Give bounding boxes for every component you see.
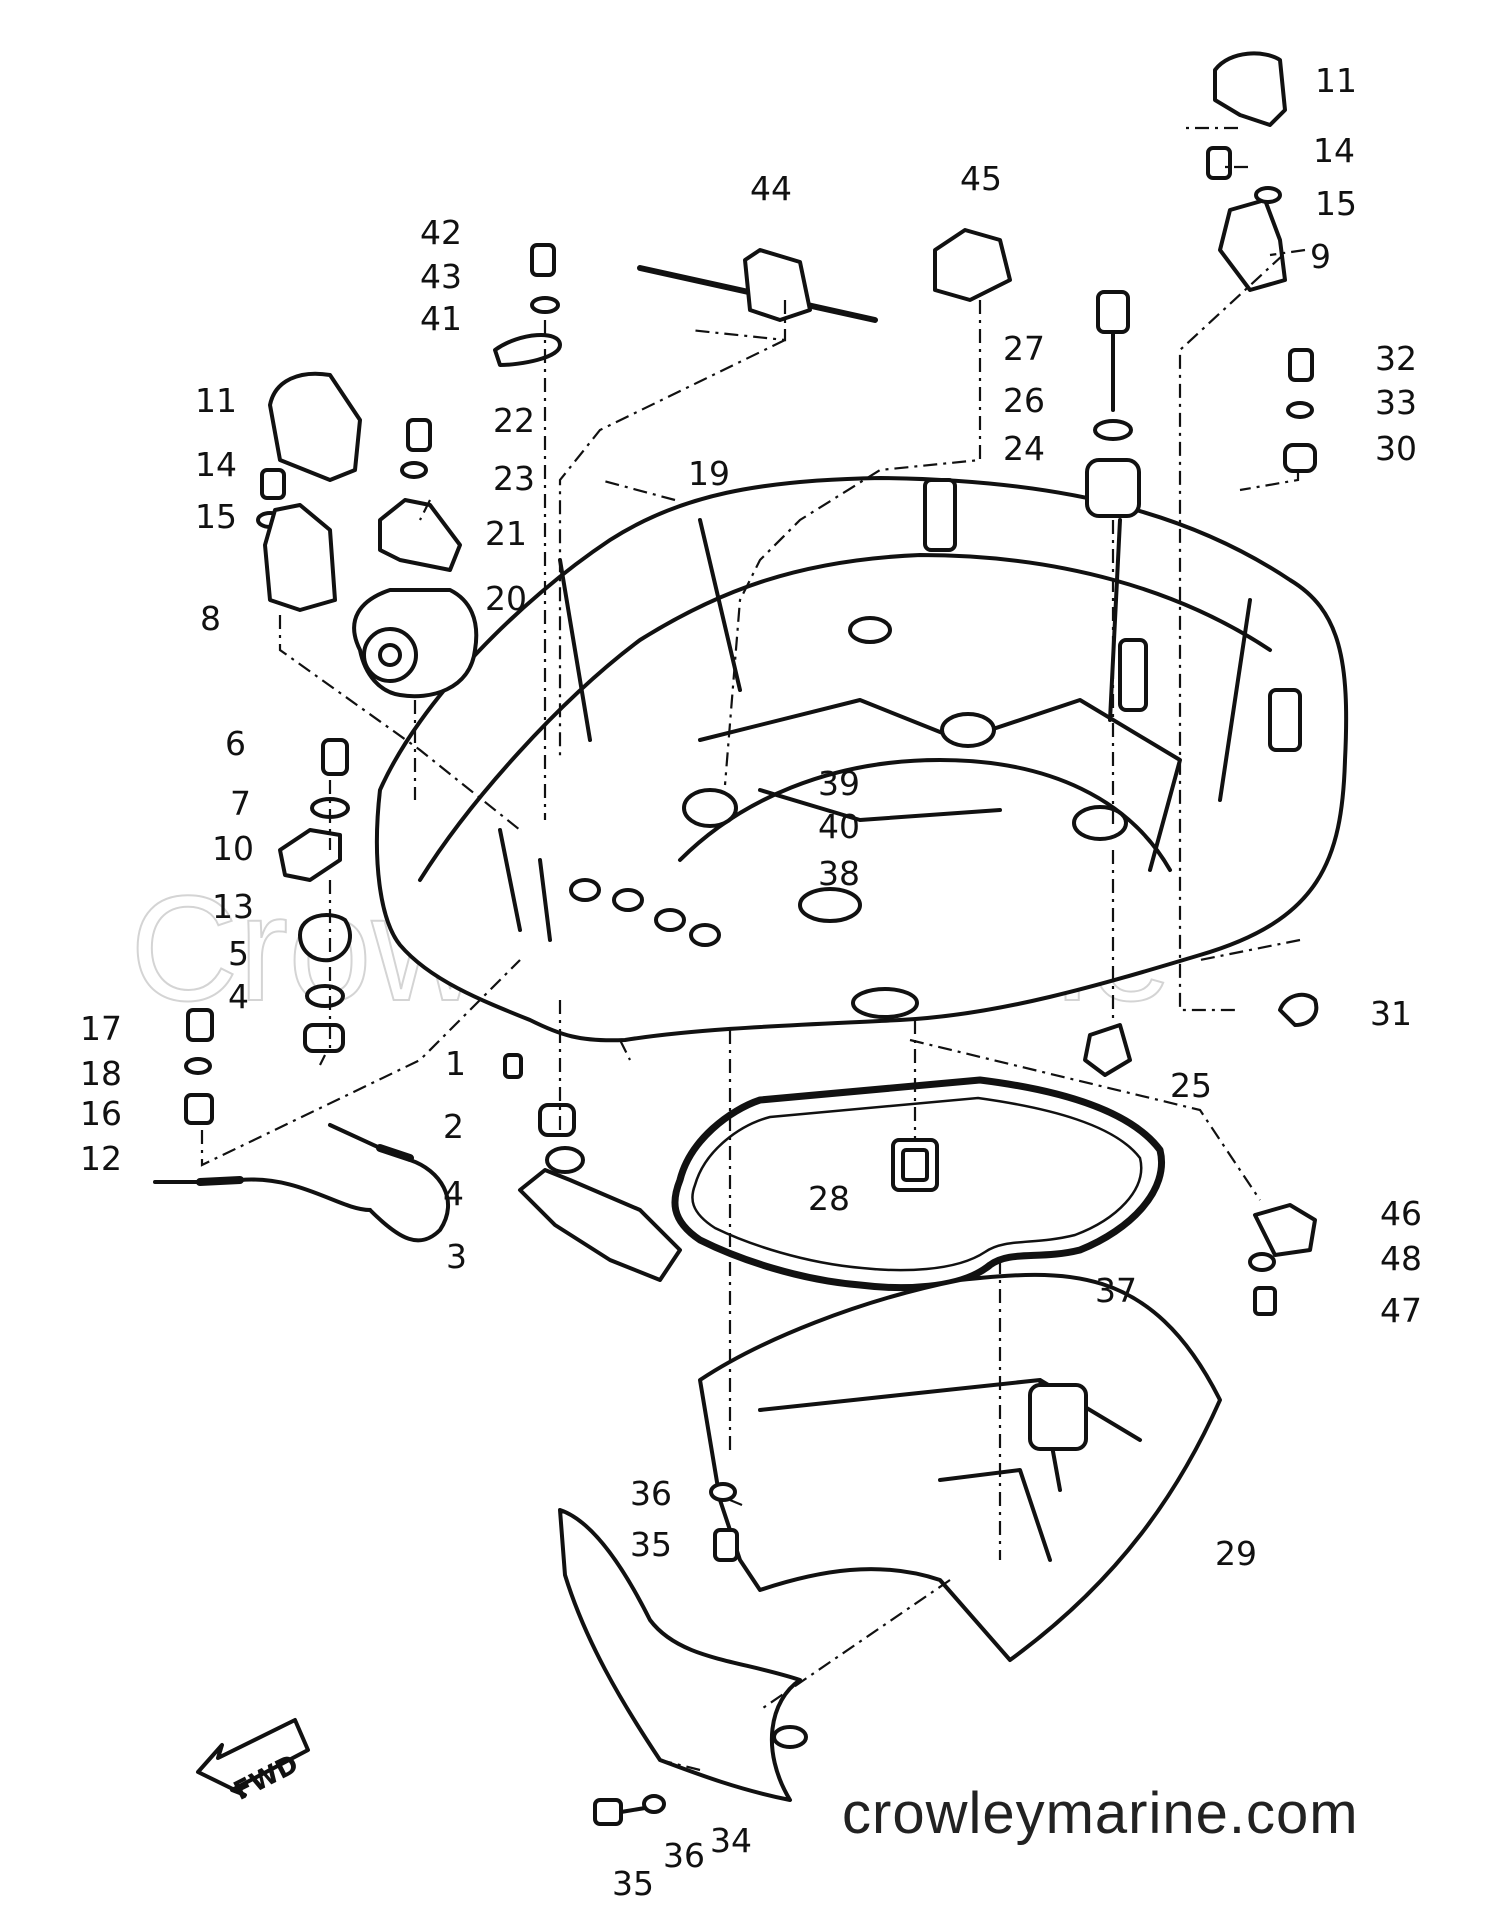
callout-32: 32 (1375, 339, 1417, 378)
lower-cowling-front (698, 1272, 1222, 1662)
right-small-parts (1083, 992, 1319, 1316)
callout-38: 38 (818, 854, 860, 893)
callout-28: 28 (808, 1179, 850, 1218)
callout-9: 9 (1310, 237, 1331, 276)
shift-link-44 (637, 248, 878, 323)
callout-21: 21 (485, 514, 527, 553)
callout-14-top: 14 (1313, 131, 1355, 170)
callout-1: 1 (445, 1044, 466, 1083)
grommet-28 (891, 1138, 939, 1192)
callout-10: 10 (212, 829, 254, 868)
callout-12: 12 (80, 1139, 122, 1178)
actuator-20 (352, 588, 479, 699)
callout-11-left: 11 (195, 381, 237, 420)
callout-15-left: 15 (195, 497, 237, 536)
forward-arrow-icon: FWD (196, 1718, 310, 1807)
callout-46: 46 (1380, 1194, 1422, 1233)
callout-3: 3 (446, 1237, 467, 1276)
callout-42: 42 (420, 213, 462, 252)
hook-8 (263, 503, 337, 612)
latch-top-right (1213, 51, 1287, 292)
callout-44: 44 (750, 169, 792, 208)
callout-23: 23 (493, 459, 535, 498)
callout-8: 8 (200, 599, 221, 638)
small-bolts (256, 146, 1317, 529)
callout-20: 20 (485, 579, 527, 618)
website-footer-text: crowleymarine.com (842, 1781, 1359, 1846)
callout-47: 47 (1380, 1291, 1422, 1330)
callout-11-top: 11 (1315, 61, 1357, 100)
bracket-45 (933, 228, 1012, 302)
left-small-parts (184, 738, 576, 1137)
callout-4-lower: 4 (443, 1174, 464, 1213)
callout-4-left: 4 (228, 977, 249, 1016)
callout-26: 26 (1003, 381, 1045, 420)
callout-45: 45 (960, 159, 1002, 198)
callout-18: 18 (80, 1054, 122, 1093)
cowling-seal-gasket (671, 1076, 1165, 1292)
callout-41: 41 (420, 299, 462, 338)
callout-35-bottom: 35 (612, 1864, 654, 1903)
callout-39: 39 (818, 764, 860, 803)
callout-30: 30 (1375, 429, 1417, 468)
callout-14-left: 14 (195, 445, 237, 484)
callout-6: 6 (225, 724, 246, 763)
callout-13: 13 (212, 887, 254, 926)
callout-24: 24 (1003, 429, 1045, 468)
lower-small-parts (593, 1482, 739, 1826)
callout-34: 34 (710, 1821, 752, 1860)
callout-33: 33 (1375, 383, 1417, 422)
callout-31: 31 (1370, 994, 1412, 1033)
side-panel (558, 1508, 808, 1802)
callout-7: 7 (230, 784, 251, 823)
callout-36-lower: 36 (630, 1474, 672, 1513)
bolt-27 (1085, 290, 1141, 518)
callout-29: 29 (1215, 1534, 1257, 1573)
callout-27: 27 (1003, 329, 1045, 368)
latch-left-11 (268, 371, 362, 482)
callout-2: 2 (443, 1107, 464, 1146)
callout-40: 40 (818, 807, 860, 846)
callout-36-bottom: 36 (663, 1836, 705, 1875)
callout-37: 37 (1095, 1271, 1137, 1310)
cable-12 (153, 1123, 451, 1243)
callout-16: 16 (80, 1094, 122, 1133)
callout-43: 43 (420, 257, 462, 296)
callout-5: 5 (228, 934, 249, 973)
callout-22: 22 (493, 401, 535, 440)
callout-19: 19 (688, 454, 730, 493)
leader-lines (200, 126, 1306, 1772)
callout-labels: 11 14 15 9 44 45 42 43 41 27 26 24 32 33… (80, 61, 1422, 1903)
callout-25: 25 (1170, 1066, 1212, 1105)
callout-15-top: 15 (1315, 184, 1357, 223)
callout-48: 48 (1380, 1239, 1422, 1278)
callout-35-lower: 35 (630, 1525, 672, 1564)
bracket-21 (378, 498, 462, 572)
lever-3 (518, 1146, 682, 1282)
callout-17: 17 (80, 1009, 122, 1048)
bottom-cowling (374, 476, 1349, 1043)
